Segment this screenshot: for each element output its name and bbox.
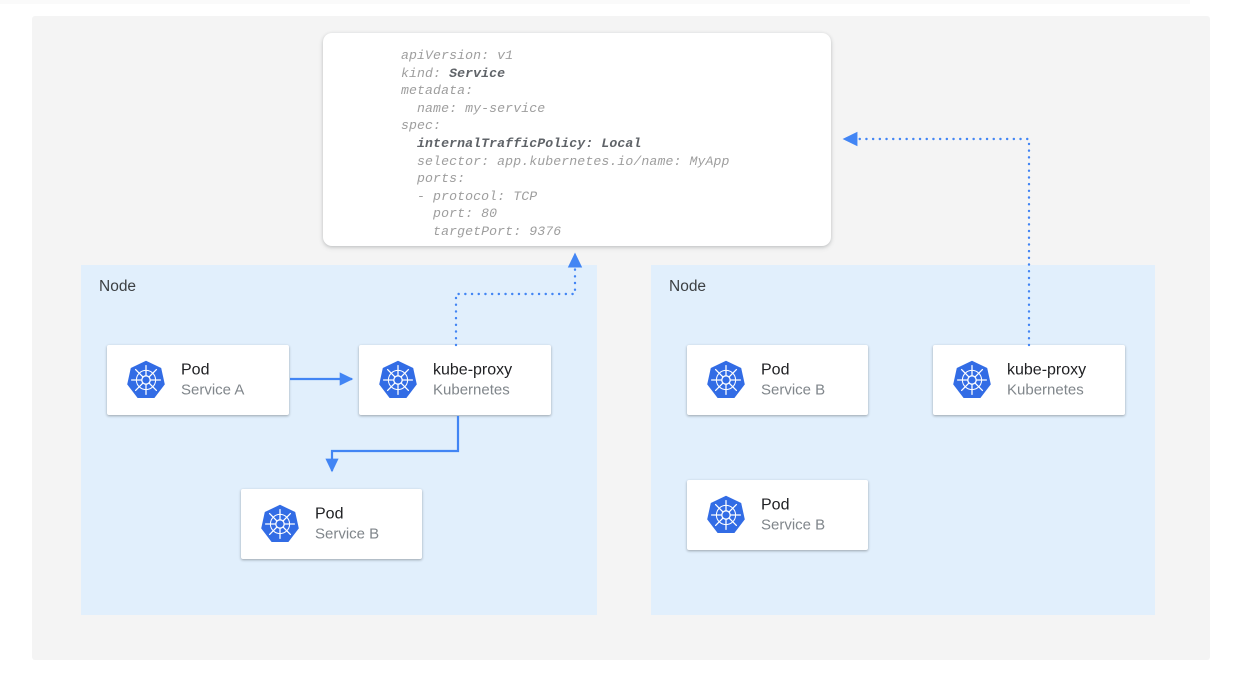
yaml-line-5: internalTrafficPolicy: Local [401,135,730,153]
card-subtitle: Kubernetes [1007,381,1084,399]
card-title: Pod [761,496,790,514]
yaml-text: spec: [401,118,442,134]
card-kube-proxy-right[interactable]: kube-proxy Kubernetes [933,345,1125,415]
card-text: Pod Service B [761,495,825,536]
card-title: Pod [315,505,344,523]
card-text: Pod Service B [315,504,379,545]
node-right: Node [651,265,1155,615]
yaml-text: targetPort: 9376 [401,223,562,239]
yaml-line-7: ports: [401,170,730,188]
yaml-text: port: 80 [401,206,498,222]
yaml-line-10: targetPort: 9376 [401,223,730,241]
kubernetes-icon [378,360,418,400]
top-strip [0,0,1190,4]
kubernetes-icon [952,360,992,400]
yaml-line-6: selector: app.kubernetes.io/name: MyApp [401,153,730,171]
yaml-line-3: name: my-service [401,100,730,118]
card-subtitle: Kubernetes [433,381,510,399]
card-pod-service-b-left[interactable]: Pod Service B [241,489,422,559]
yaml-text: - protocol: TCP [401,188,538,204]
yaml-line-4: spec: [401,117,730,135]
yaml-line-1: kind: Service [401,65,730,83]
card-pod-service-a[interactable]: Pod Service A [107,345,289,415]
card-subtitle: Service B [761,516,826,534]
card-text: Pod Service A [181,360,244,401]
card-pod-service-b-right-bottom[interactable]: Pod Service B [687,480,868,550]
yaml-line-2: metadata: [401,82,730,100]
yaml-line-0: apiVersion: v1 [401,47,730,65]
card-subtitle: Service A [181,381,245,399]
card-title: Pod [181,361,210,379]
node-left-label: Node [99,278,137,295]
yaml-text: kind: [401,65,450,81]
yaml-text: name: my-service [401,100,546,116]
card-title: kube-proxy [433,361,513,379]
kubernetes-icon [706,360,746,400]
yaml-text: metadata: [401,83,474,99]
yaml-text: apiVersion: v1 [401,48,514,63]
card-kube-proxy-left[interactable]: kube-proxy Kubernetes [359,345,551,415]
card-subtitle: Service B [315,525,380,543]
kubernetes-icon [126,360,166,400]
yaml-line-9: port: 80 [401,205,730,223]
kubernetes-icon [260,504,300,544]
yaml-bold-text: internalTrafficPolicy: Local [417,135,642,151]
yaml-line-8: - protocol: TCP [401,188,730,206]
node-left: Node [81,265,597,615]
yaml-text: selector: app.kubernetes.io/name: MyApp [401,153,730,169]
yaml-text: ports: [401,171,466,187]
card-text: kube-proxy Kubernetes [433,360,512,401]
card-title: kube-proxy [1007,361,1087,379]
card-text: Pod Service B [761,360,825,401]
card-text: kube-proxy Kubernetes [1007,360,1086,401]
card-subtitle: Service B [761,381,826,399]
yaml-text [401,136,417,151]
card-title: Pod [761,361,790,379]
yaml-bold-text: Service [449,65,506,81]
node-right-label: Node [669,278,707,295]
kubernetes-icon [706,495,746,535]
card-pod-service-b-right-top[interactable]: Pod Service B [687,345,868,415]
